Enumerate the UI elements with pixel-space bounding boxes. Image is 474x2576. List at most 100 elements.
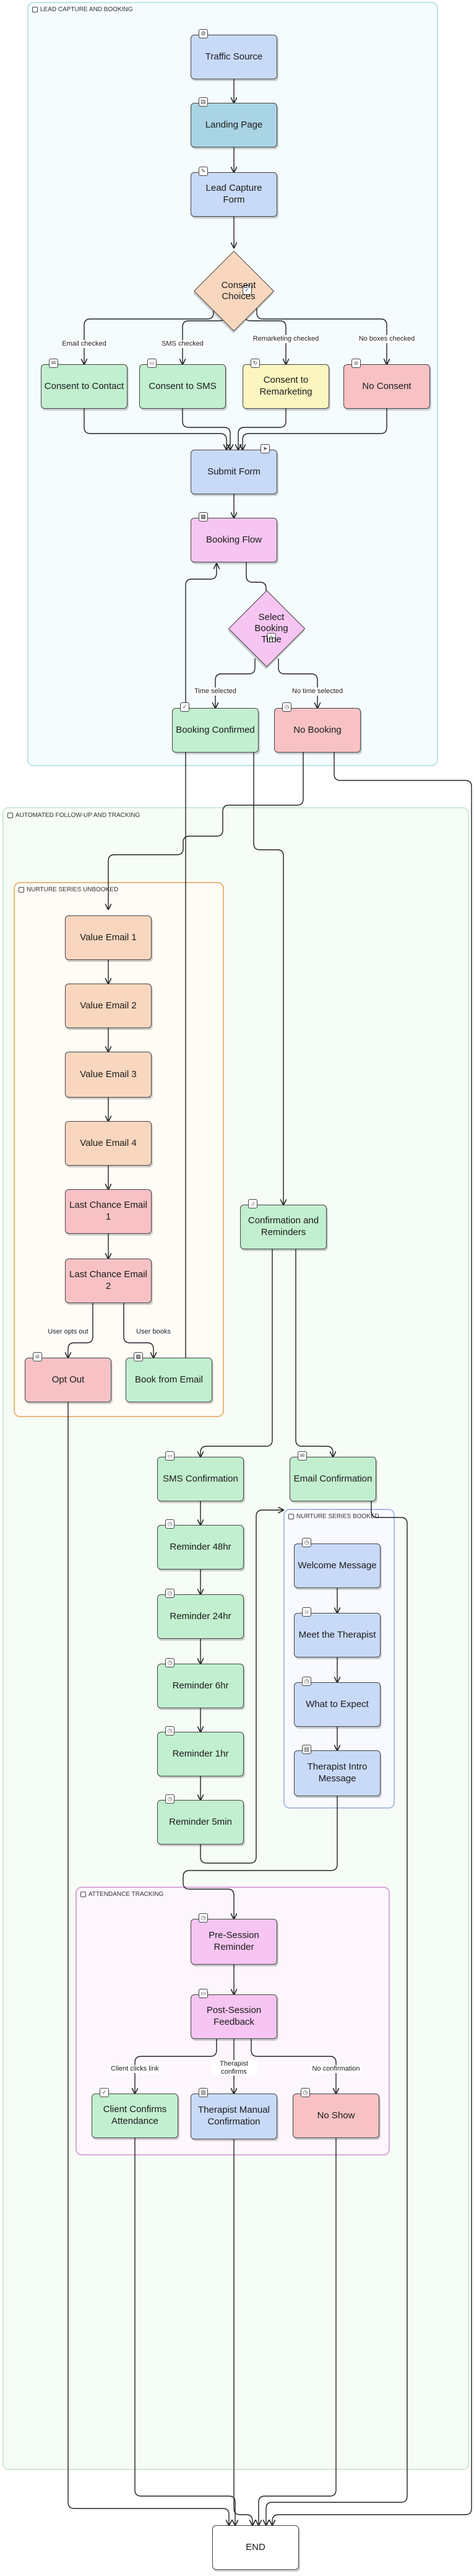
mail-icon: ✉ [49, 359, 58, 368]
node-value-email-1[interactable]: Value Email 1 [65, 915, 152, 960]
edge-select-nobooking [278, 658, 317, 708]
node-value-email-2[interactable]: Value Email 2 [65, 984, 152, 1028]
refresh-icon [7, 813, 13, 818]
node-traffic-source[interactable]: ⚙Traffic Source [191, 29, 277, 79]
edge-label-time-selected: Time selected [192, 688, 238, 696]
edge-remarketing-submit [238, 409, 287, 450]
heart-icon [288, 1514, 294, 1519]
node-confirmation-reminders[interactable]: ♫Confirmation and Reminders [240, 1199, 327, 1249]
edge-label-sms-checked: SMS checked [160, 340, 205, 348]
attendance-group-label: ATTENDANCE TRACKING [80, 1891, 163, 1898]
node-reminder-1[interactable]: ◷Reminder 1hr [157, 1726, 244, 1776]
node-what-to-expect[interactable]: ◷What to Expect [294, 1677, 381, 1727]
edge-post-noshow [251, 2039, 336, 2094]
node-value-email-3[interactable]: Value Email 3 [65, 1052, 152, 1098]
node-reminder-5min[interactable]: ◷Reminder 5min [157, 1794, 244, 1845]
node-submit-form[interactable]: ➤Submit Form [191, 444, 277, 494]
edge-select-confirmed [215, 658, 256, 708]
edge-confirmation-sms [200, 1249, 273, 1457]
edge-post-client [135, 2039, 217, 2094]
node-landing-page[interactable]: ▤Landing Page [191, 97, 277, 147]
node-reminder-24[interactable]: ◷Reminder 24hr [157, 1589, 244, 1639]
node-sms-confirmation[interactable]: ▭SMS Confirmation [157, 1451, 244, 1501]
node-consent-remarketing[interactable]: ↻Consent to Remarketing [243, 359, 329, 409]
node-last-chance-1[interactable]: Last Chance Email 1 [65, 1189, 152, 1234]
node-no-consent[interactable]: ⊘No Consent [343, 359, 430, 409]
edge-consent-noconsent [256, 282, 387, 364]
edge-booking-select [246, 562, 266, 600]
edge-label-no-confirmation: No confirmation [311, 2065, 361, 2073]
node-book-from-email[interactable]: ▦Book from Email [126, 1352, 212, 1402]
user-icon: ☺ [302, 1607, 311, 1617]
filter-icon [32, 7, 38, 12]
lead-capture-group-label: LEAD CAPTURE AND BOOKING [32, 6, 132, 13]
form-icon: ✎ [199, 167, 208, 176]
edge-bookfromemail-booking [185, 564, 217, 1380]
edge-label-email-checked: Email checked [61, 340, 108, 348]
node-no-booking[interactable]: ◷No Booking [274, 702, 361, 753]
node-consent-sms[interactable]: ▭Consent to SMS [139, 359, 226, 409]
page-icon: ▤ [199, 97, 208, 107]
chat-icon: ▭ [147, 359, 157, 368]
node-pre-session[interactable]: ◷Pre-Session Reminder [191, 1913, 277, 1965]
clock-icon: ◷ [165, 1589, 175, 1598]
clock-icon: ◷ [282, 702, 291, 712]
edge-label-remarketing-checked: Remarketing checked [251, 335, 321, 343]
clock-icon: ◷ [165, 1519, 175, 1529]
node-opt-out[interactable]: ⊘Opt Out [25, 1352, 111, 1402]
automated-group-label: AUTOMATED FOLLOW-UP AND TRACKING [7, 812, 140, 819]
mail-icon [19, 887, 24, 893]
node-welcome-message[interactable]: ◷Welcome Message [294, 1538, 381, 1588]
node-consent-contact[interactable]: ✉Consent to Contact [41, 359, 127, 409]
unbooked-group-label: NURTURE SERIES UNBOOKED [19, 886, 118, 893]
node-booking-confirmed[interactable]: ✓Booking Confirmed [172, 702, 259, 753]
chat-icon: ▭ [165, 1451, 175, 1460]
edge-therapist-end [233, 2139, 252, 2525]
node-booking-flow[interactable]: ▦Booking Flow [191, 512, 277, 562]
send-icon: ➤ [261, 444, 270, 453]
edge-nobooking-end [272, 753, 472, 2525]
clock-icon: ◷ [165, 1658, 175, 1667]
clock-icon: ◷ [266, 632, 276, 642]
node-lead-capture-form[interactable]: ✎Lead Capture Form [191, 167, 277, 217]
image-icon: ▨ [199, 2088, 208, 2097]
edge-optout-end [67, 1402, 229, 2525]
clock-icon: ◷ [301, 2088, 310, 2097]
edge-noconsent-submit [243, 409, 387, 450]
edge-label-no-boxes: No boxes checked [357, 335, 416, 343]
mail-icon: ✉ [298, 1451, 307, 1460]
chat-icon: ▭ [199, 1989, 208, 1998]
node-no-show[interactable]: ◷No Show [293, 2088, 379, 2138]
edge-label-user-books: User books [135, 1328, 172, 1336]
clock-icon: ◷ [165, 1726, 175, 1736]
edge-r5-welcome [200, 1510, 283, 1864]
node-end[interactable]: END [212, 2525, 299, 2570]
edge-lc2-optout [68, 1303, 93, 1358]
node-email-confirmation[interactable]: ✉Email Confirmation [290, 1451, 376, 1501]
edge-label-client-clicks: Client clicks link [110, 2065, 160, 2073]
block-icon: ⊘ [351, 359, 361, 368]
node-last-chance-2[interactable]: Last Chance Email 2 [65, 1259, 152, 1303]
node-post-session[interactable]: ▭Post-Session Feedback [191, 1989, 277, 2039]
check-icon: ✓ [180, 702, 189, 712]
node-reminder-48[interactable]: ◷Reminder 48hr [157, 1519, 244, 1570]
edge-confirmed-confirmation [253, 753, 283, 1205]
calendar-icon: ▦ [199, 512, 208, 522]
node-meet-therapist[interactable]: ☺Meet the Therapist [294, 1607, 381, 1657]
node-therapist-manual[interactable]: ▨Therapist Manual Confirmation [191, 2088, 277, 2139]
edge-email-end [266, 1501, 408, 2525]
node-value-email-4[interactable]: Value Email 4 [65, 1121, 152, 1166]
node-select-booking-time[interactable]: ◷ Select Booking Time [223, 588, 310, 669]
node-reminder-6[interactable]: ◷Reminder 6hr [157, 1658, 244, 1708]
clock-icon: ◷ [165, 1794, 175, 1804]
edge-sms-submit [182, 409, 230, 450]
clock-icon: ◷ [199, 1913, 208, 1923]
bell-icon: ♫ [248, 1199, 257, 1208]
node-therapist-intro[interactable]: ▨Therapist Intro Message [294, 1745, 381, 1796]
node-client-confirms[interactable]: ✓Client Confirms Attendance [92, 2088, 178, 2138]
edge-client-end [134, 2138, 235, 2525]
image-icon: ▨ [302, 1745, 311, 1754]
node-consent-choices[interactable]: ✓ Consent Choices [191, 248, 277, 334]
